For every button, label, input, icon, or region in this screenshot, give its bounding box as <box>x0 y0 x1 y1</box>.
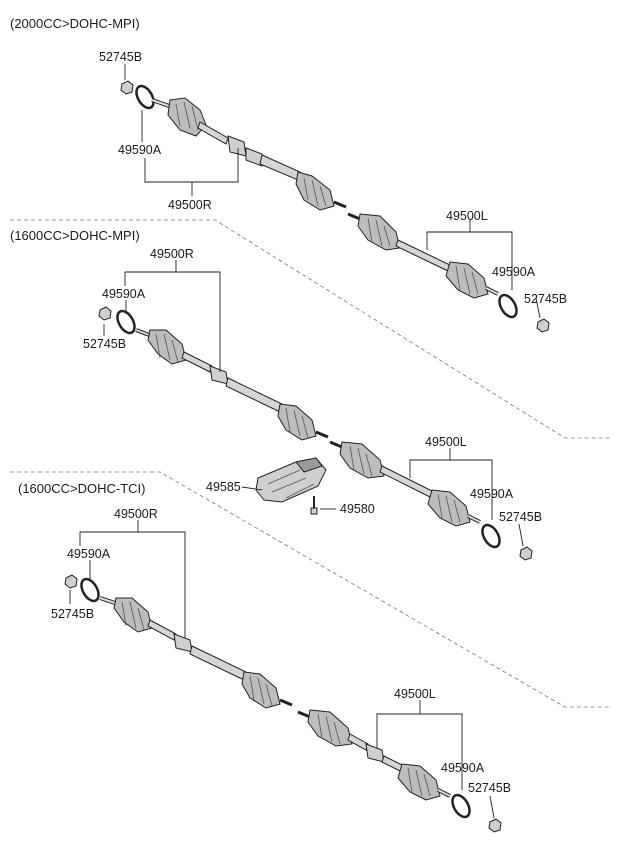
lock-nut-left-icon <box>536 318 550 333</box>
bolt-icon <box>310 496 318 515</box>
section-title-1600cc-tci: (1600CC>DOHC-TCI) <box>18 481 146 496</box>
label-52745b: 52745B <box>83 337 126 351</box>
section-title-1600cc-mpi: (1600CC>DOHC-MPI) <box>10 228 140 243</box>
lock-nut-icon <box>120 80 134 95</box>
inner-joint-left-icon <box>339 441 385 479</box>
damper-icon <box>173 633 193 653</box>
label-49590a: 49590A <box>102 287 146 301</box>
ring-left-icon <box>498 293 518 319</box>
label-49585: 49585 <box>206 480 241 494</box>
inner-joint-left-icon <box>307 709 353 747</box>
section-divider-1 <box>10 219 610 439</box>
label-49590a-left: 49590A <box>470 487 514 501</box>
drive-shaft-assembly-3-left <box>297 709 502 833</box>
label-52745b-left: 52745B <box>499 510 542 524</box>
drive-shaft-assembly-3 <box>64 574 293 709</box>
damper-icon <box>227 135 247 157</box>
label-49590a-left: 49590A <box>441 761 485 775</box>
drive-shaft-assembly-1-left <box>347 212 550 333</box>
lock-nut-icon <box>64 574 78 589</box>
drive-shaft-assembly-2 <box>98 306 329 441</box>
label-49500r: 49500R <box>150 247 194 261</box>
label-49500r: 49500R <box>114 507 158 521</box>
label-49500r: 49500R <box>168 198 212 212</box>
label-52745b: 52745B <box>51 607 94 621</box>
inner-boot-icon <box>295 171 335 211</box>
label-52745b-left: 52745B <box>468 781 511 795</box>
label-49500l: 49500L <box>446 209 488 223</box>
damper-icon <box>209 365 229 385</box>
section-title-2000cc: (2000CC>DOHC-MPI) <box>10 16 140 31</box>
section-divider-2 <box>10 471 610 708</box>
label-52745b-left: 52745B <box>524 292 567 306</box>
label-49590a: 49590A <box>67 547 111 561</box>
label-49580: 49580 <box>340 502 375 516</box>
lock-nut-left-icon <box>519 546 533 561</box>
label-49500l: 49500L <box>394 687 436 701</box>
lock-nut-left-icon <box>488 818 502 833</box>
label-49590a: 49590A <box>118 143 162 157</box>
ring-left-icon <box>451 793 471 819</box>
label-49590a-left: 49590A <box>492 265 536 279</box>
cv-joint-boot-icon <box>167 97 207 137</box>
ring-icon <box>116 309 136 335</box>
label-52745b: 52745B <box>99 50 142 64</box>
drive-shaft-assembly-2-left <box>329 440 533 561</box>
bearing-bracket <box>255 457 327 503</box>
ring-icon <box>80 577 100 603</box>
label-49500l: 49500L <box>425 435 467 449</box>
lock-nut-icon <box>98 306 112 321</box>
drive-shaft-assembly-1 <box>120 80 347 211</box>
ring-icon <box>135 84 155 110</box>
ring-left-icon <box>481 523 501 549</box>
